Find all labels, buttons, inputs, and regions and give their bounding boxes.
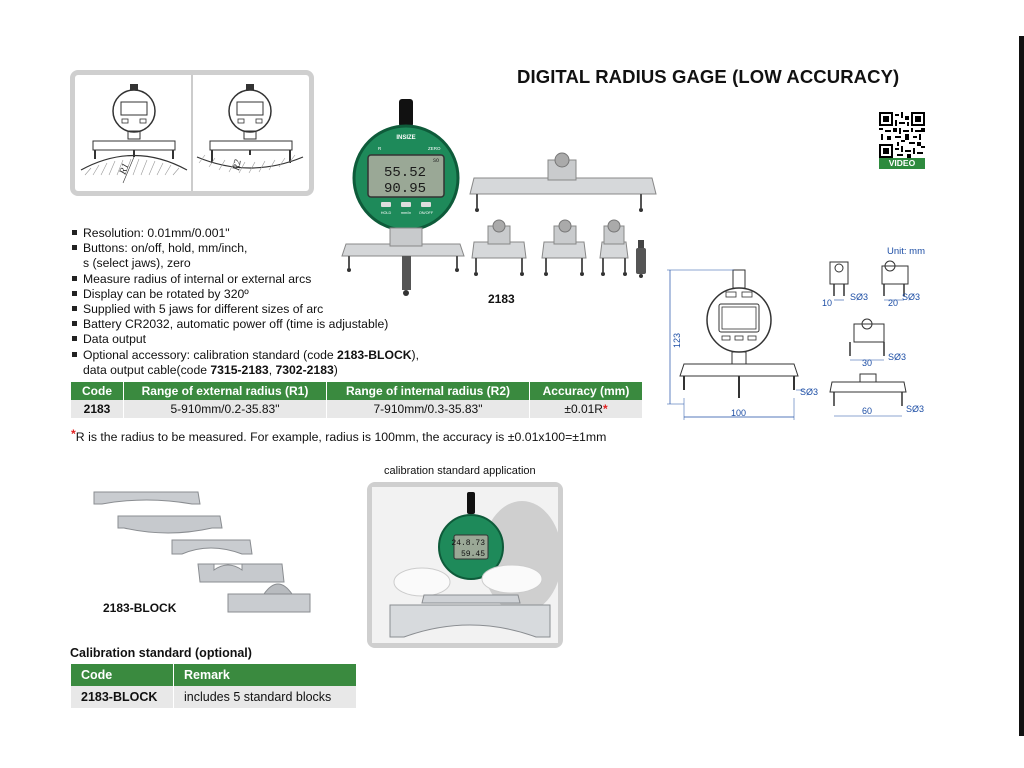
svg-text:mm/in: mm/in	[401, 211, 411, 215]
feature-item-continuation: data output cable(code 7315-2183, 7302-2…	[83, 362, 338, 377]
svg-text:10: 10	[822, 298, 832, 308]
bullet-icon	[72, 332, 83, 347]
unit-label: Unit: mm	[887, 246, 925, 257]
svg-text:R2: R2	[231, 159, 244, 173]
feature-item-continuation: s (select jaws), zero	[83, 256, 191, 271]
calibration-caption: calibration standard application	[384, 465, 536, 477]
svg-text:24.8.73: 24.8.73	[451, 539, 485, 548]
bullet-icon	[72, 302, 83, 317]
page-edge-bar	[1019, 36, 1024, 736]
measurement-schematic-frame: R1 R2	[70, 70, 314, 196]
svg-text:SØ3: SØ3	[902, 292, 920, 302]
svg-text:R: R	[378, 146, 382, 151]
dimension-drawing: 123 100 SØ3 10 SØ3 20 SØ3 30 SØ3	[664, 258, 934, 428]
feature-item: Display can be rotated by 320º	[72, 287, 492, 302]
bullet-icon	[72, 241, 83, 256]
spec-header-internal: Range of internal radius (R2)	[326, 382, 530, 400]
calibration-block-label: 2183-BLOCK	[103, 601, 177, 615]
feature-item: Battery CR2032, automatic power off (tim…	[72, 317, 492, 332]
product-image: INSIZE R ZERO SO 55.52 90.95 HOLD mm/in …	[340, 96, 670, 306]
svg-text:SØ3: SØ3	[800, 387, 818, 397]
bullet-icon	[72, 287, 83, 302]
bullet-icon	[72, 226, 83, 241]
video-badge[interactable]: VIDEO	[879, 158, 925, 169]
svg-text:INSIZE: INSIZE	[396, 135, 415, 141]
svg-text:SO: SO	[433, 158, 439, 164]
calibration-blocks-image	[88, 486, 320, 616]
qr-code-icon[interactable]	[879, 112, 925, 158]
feature-list: Resolution: 0.01mm/0.001" Buttons: on/of…	[72, 226, 492, 378]
svg-text:ON/OFF: ON/OFF	[419, 211, 434, 215]
svg-text:R1: R1	[117, 162, 131, 177]
spec-table: Code Range of external radius (R1) Range…	[71, 382, 643, 418]
svg-text:90.95: 90.95	[384, 181, 426, 197]
feature-item: Buttons: on/off, hold, mm/inch,	[72, 241, 492, 256]
page-title: DIGITAL RADIUS GAGE (LOW ACCURACY)	[517, 66, 900, 87]
svg-text:SØ3: SØ3	[888, 352, 906, 362]
svg-text:59.45: 59.45	[461, 550, 485, 559]
svg-text:30: 30	[862, 358, 872, 368]
calibration-header-remark: Remark	[173, 664, 357, 686]
bullet-icon	[72, 348, 83, 363]
svg-text:HOLD: HOLD	[381, 211, 392, 215]
svg-text:100: 100	[731, 408, 746, 418]
calibration-table: Code Remark 2183-BLOCK includes 5 standa…	[71, 664, 357, 708]
spec-header-code: Code	[71, 382, 124, 400]
spec-header-external: Range of external radius (R1)	[123, 382, 327, 400]
asterisk-mark: *	[71, 427, 76, 441]
feature-item: Optional accessory: calibration standard…	[72, 348, 492, 363]
calibration-application-image: 24.8.73 59.45	[372, 487, 562, 643]
svg-text:60: 60	[862, 406, 872, 416]
calibration-header-code: Code	[71, 664, 174, 686]
product-code-label: 2183	[488, 292, 515, 306]
spec-header-accuracy: Accuracy (mm)	[529, 382, 643, 400]
bullet-icon	[72, 272, 83, 287]
bullet-icon	[72, 317, 83, 332]
svg-text:123: 123	[672, 333, 682, 348]
feature-item: Supplied with 5 jaws for different sizes…	[72, 302, 492, 317]
calibration-section-title: Calibration standard (optional)	[70, 646, 252, 660]
svg-text:20: 20	[888, 298, 898, 308]
svg-text:55.52: 55.52	[384, 165, 426, 181]
svg-text:SØ3: SØ3	[906, 404, 924, 414]
table-row: 2183 5-910mm/0.2-35.83" 7-910mm/0.3-35.8…	[71, 400, 643, 418]
svg-text:SØ3: SØ3	[850, 292, 868, 302]
calibration-application-frame: 24.8.73 59.45	[367, 482, 563, 648]
feature-item: Data output	[72, 332, 492, 347]
measurement-schematic: R1 R2	[80, 75, 304, 191]
asterisk-mark: *	[602, 402, 608, 416]
feature-item: Measure radius of internal or external a…	[72, 272, 492, 287]
accuracy-note: *R is the radius to be measured. For exa…	[71, 427, 607, 444]
table-row: 2183-BLOCK includes 5 standard blocks	[71, 686, 357, 708]
feature-item: Resolution: 0.01mm/0.001"	[72, 226, 492, 241]
svg-text:ZERO: ZERO	[428, 146, 441, 151]
